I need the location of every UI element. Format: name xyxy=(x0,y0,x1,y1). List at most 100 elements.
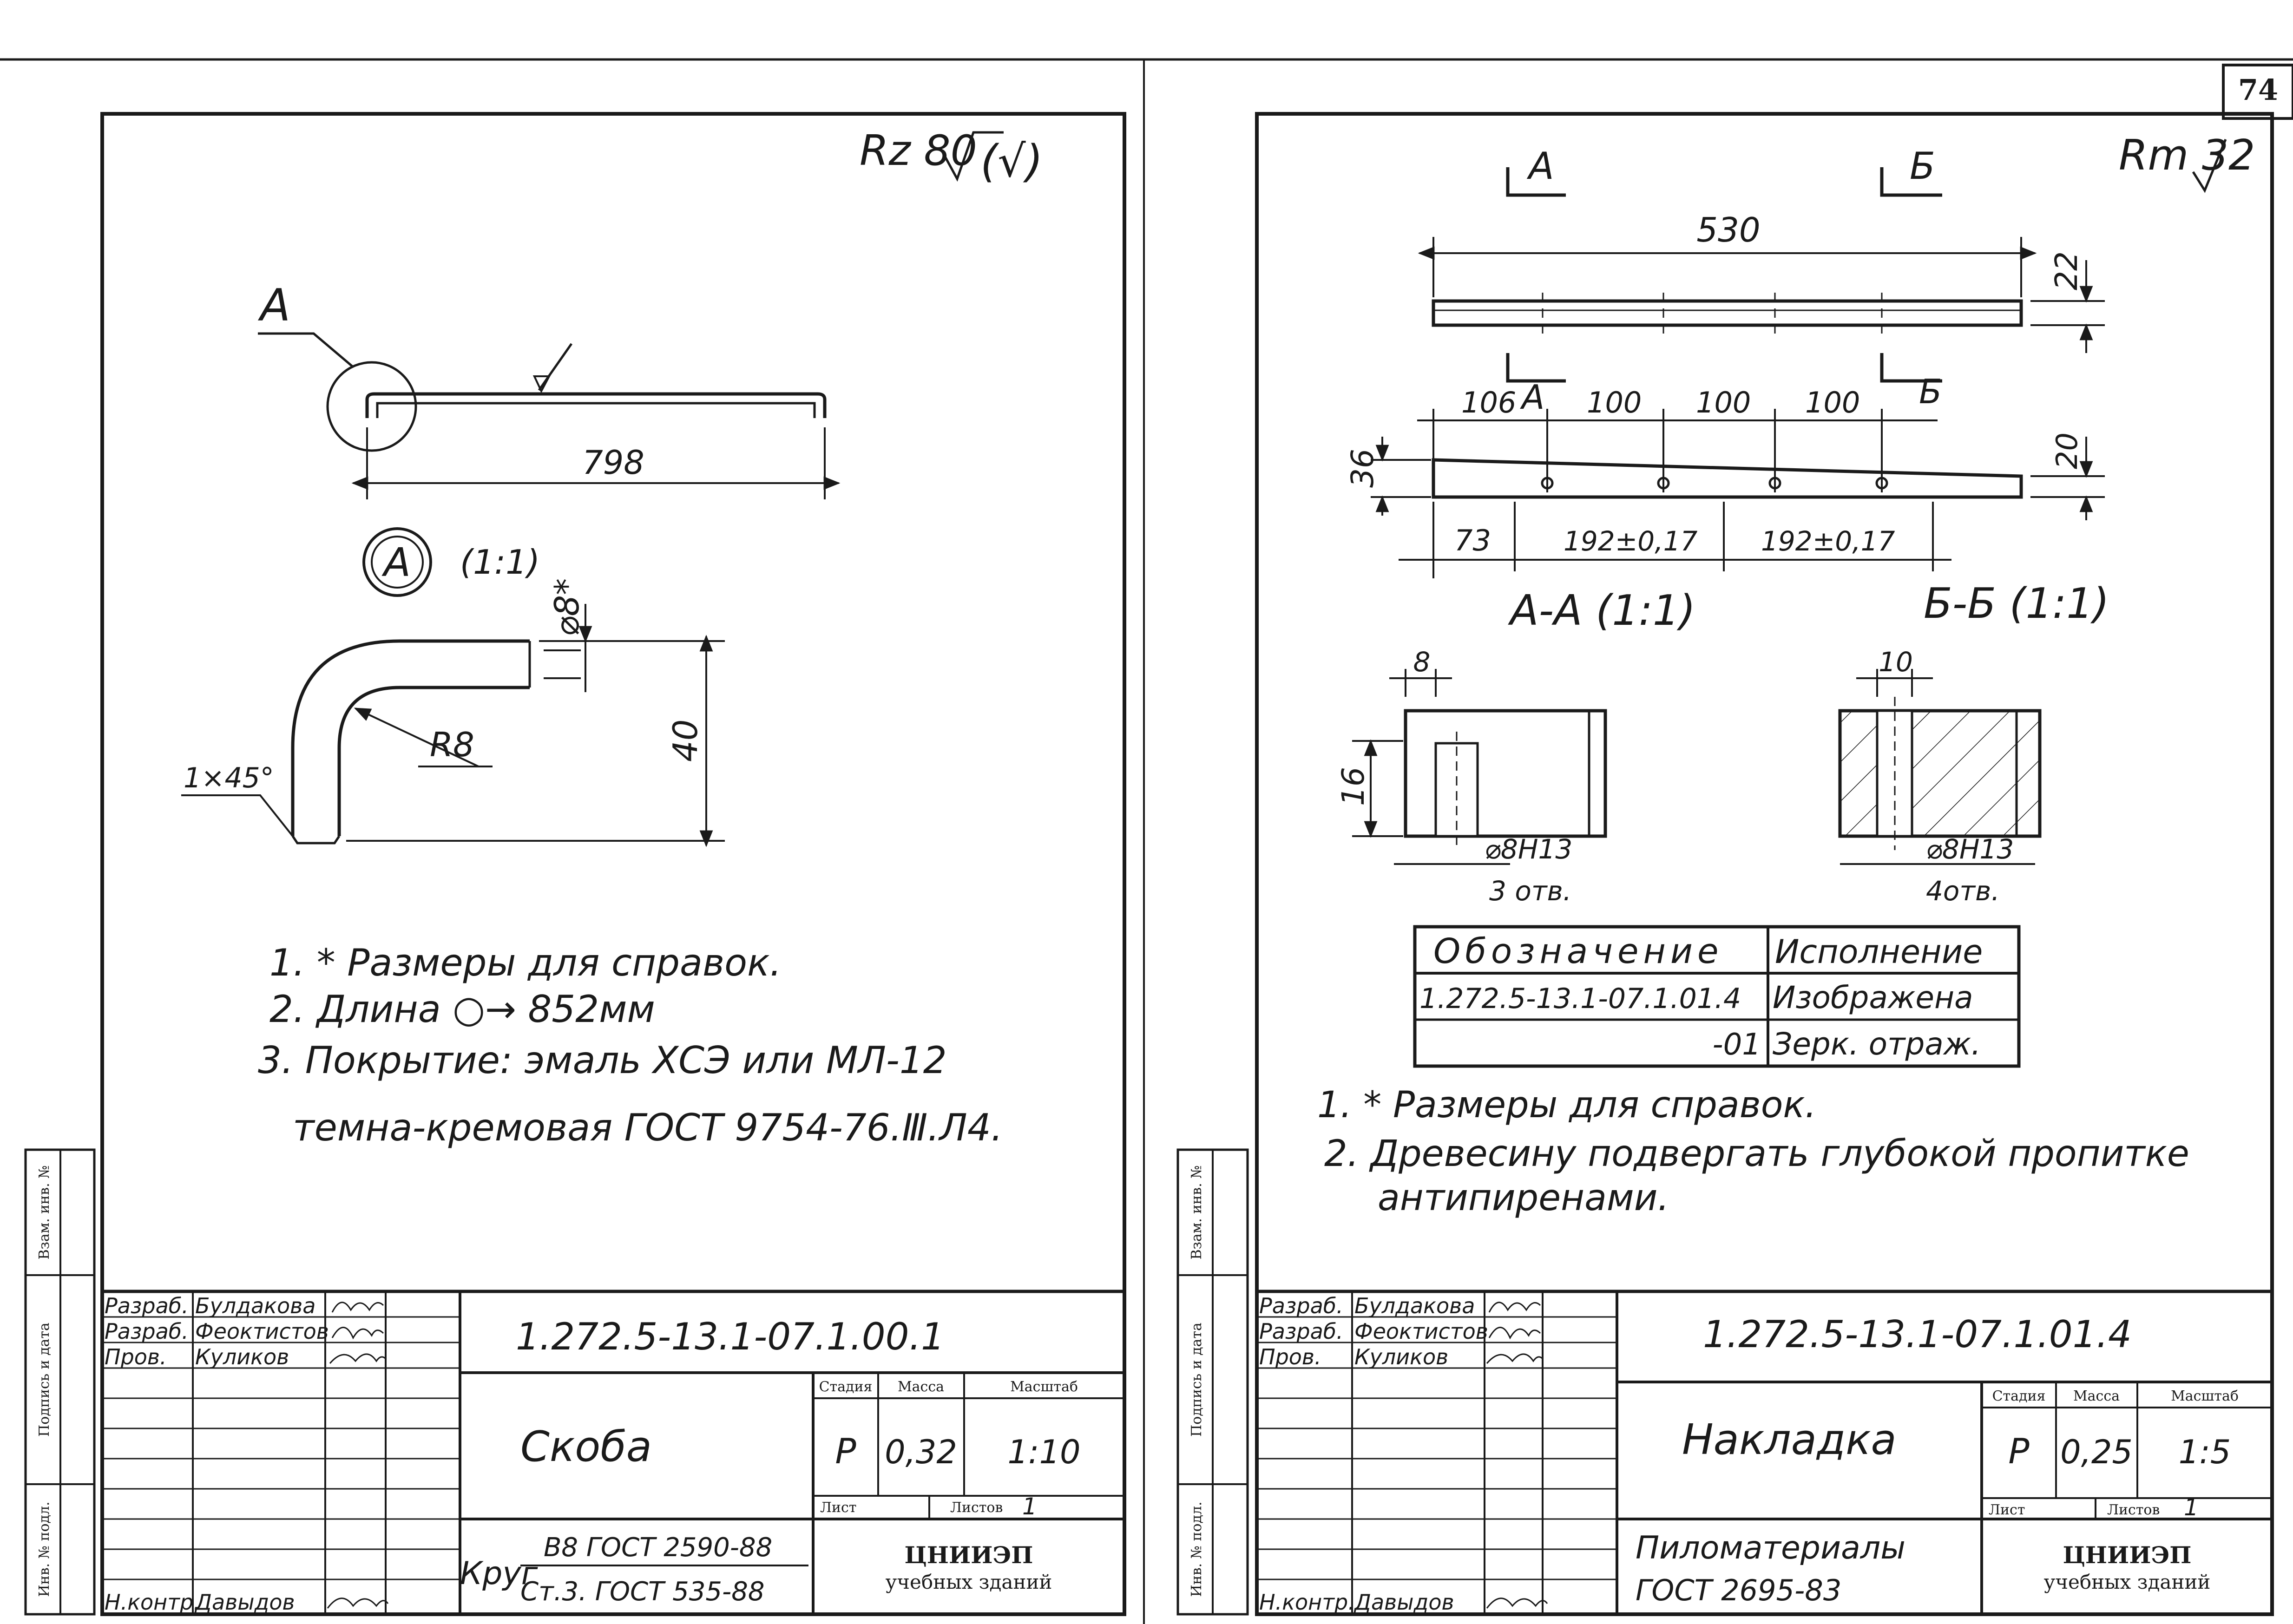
staple-main-view: А 798 xyxy=(257,280,841,499)
cut-label-b-top: Б xyxy=(1910,144,1935,188)
dim-192b: 192±0,17 xyxy=(1761,525,1895,557)
tb-r-part-name: Накладка xyxy=(1682,1415,1897,1464)
tb-r-designation: 1.272.5-13.1-07.1.01.4 xyxy=(1703,1313,2132,1356)
tb-r-mass-hdr: Масса xyxy=(2073,1388,2120,1404)
tb-kontr-name: Давыдов xyxy=(194,1590,295,1615)
tb-r-name-3: Куликов xyxy=(1354,1344,1448,1369)
tb-r-stage-hdr: Стадия xyxy=(1992,1388,2046,1404)
right-note-2: 2. Древесину подвергать глубокой пропитк… xyxy=(1324,1133,2189,1175)
dim-530: 530 xyxy=(1696,210,1760,249)
tb-org: ЦНИИЭП xyxy=(904,1541,1033,1569)
dim-100a: 100 xyxy=(1587,386,1642,419)
plate-top-view: А Б 530 22 xyxy=(1418,144,2105,353)
dim-73: 73 xyxy=(1454,524,1491,557)
table-hdr-execution: Исполнение xyxy=(1775,933,1983,971)
tb-r-org-sub: учебных зданий xyxy=(2044,1571,2211,1593)
roughness-label-r: Rm 32 xyxy=(2119,131,2255,180)
signature-r-kontr xyxy=(1486,1598,1548,1609)
page-number: 74 xyxy=(2238,73,2278,107)
dim-height: 40 xyxy=(666,719,705,762)
tb-r-name-1: Булдакова xyxy=(1354,1293,1475,1318)
right-title-block: Разраб. Разраб. Пров. Булдакова Феоктист… xyxy=(1257,1290,2272,1615)
tb-r-material-bottom: ГОСТ 2695-83 xyxy=(1636,1573,1841,1607)
tb-r-stage: Р xyxy=(2008,1431,2030,1472)
table-row2-designation: -01 xyxy=(1712,1028,1761,1062)
plate-side-view: А Б 106 100 100 100 36 xyxy=(1345,353,2105,578)
signature-2 xyxy=(331,1327,384,1340)
left-frame xyxy=(100,112,1126,1616)
left-notes: 1. * Размеры для справок. 2. Длина ○→ 85… xyxy=(258,941,1003,1149)
dim-length-798: 798 xyxy=(582,444,644,482)
roughness-check-icon-r xyxy=(2192,139,2227,193)
left-sheet: Взам. инв. № Подпись и дата Инв. № подл.… xyxy=(24,112,1126,1616)
right-note-2b: антипиренами. xyxy=(1378,1177,1669,1219)
left-side-strip: Взам. инв. № Подпись и дата Инв. № подл. xyxy=(24,1148,96,1616)
left-title-block: Разраб. Разраб. Пров. Булдакова Феоктист… xyxy=(102,1290,1124,1615)
tb-mass: 0,32 xyxy=(885,1433,957,1471)
page-number-box xyxy=(2222,64,2293,120)
signature-r-2 xyxy=(1488,1327,1541,1340)
sec-a-hole: ⌀8Н13 xyxy=(1485,833,1572,865)
signature-r-3 xyxy=(1486,1353,1544,1364)
section-a-label: А-А (1:1) xyxy=(1508,586,1695,635)
execution-table: Обозначение Исполнение 1.272.5-13.1-07.1… xyxy=(1413,925,2021,1068)
detail-a-view: А (1:1) ⌀8* 40 R8 1×45° xyxy=(181,527,725,847)
tb-role-2: Разраб. xyxy=(105,1319,189,1344)
tb-stage: Р xyxy=(835,1431,856,1472)
side-label-inv: Инв. № подл. xyxy=(36,1501,53,1597)
tb-name-3: Куликов xyxy=(195,1344,289,1369)
tb-r-role-2: Разраб. xyxy=(1259,1319,1343,1344)
cut-label-a-side: А xyxy=(1520,378,1544,417)
cut-label-a-top: А xyxy=(1526,144,1554,188)
tb-r-sheets: 1 xyxy=(2184,1494,2199,1521)
tb-stage-hdr: Стадия xyxy=(819,1379,873,1395)
tb-name-1: Булдакова xyxy=(195,1293,315,1318)
side-label-podpis-r: Подпись и дата xyxy=(1189,1323,1205,1437)
roughness-label: Rz 80 xyxy=(860,126,977,175)
roughness-check-icon xyxy=(942,131,1004,182)
signature-1 xyxy=(331,1302,384,1313)
sec-b-width: 10 xyxy=(1879,646,1913,678)
tb-r-kontr-name: Давыдов xyxy=(1353,1590,1454,1615)
tb-r-sheet-hdr: Лист xyxy=(1989,1502,2025,1518)
right-sheet: Взам. инв. № Подпись и дата Инв. № подл.… xyxy=(1176,112,2274,1616)
sec-b-count: 4отв. xyxy=(1926,875,2000,907)
tb-r-material-top: Пиломатериалы xyxy=(1636,1530,1905,1566)
tb-mass-hdr: Масса xyxy=(898,1379,944,1395)
side-label-inv-r: Инв. № подл. xyxy=(1189,1501,1205,1597)
table-hdr-designation: Обозначение xyxy=(1433,931,1723,971)
dim-diameter: ⌀8* xyxy=(547,578,586,636)
tb-r-role-1: Разраб. xyxy=(1259,1293,1343,1318)
sec-b-hole: ⌀8Н13 xyxy=(1926,833,2014,865)
right-note-1: 1. * Размеры для справок. xyxy=(1317,1084,1816,1126)
tb-designation: 1.272.5-13.1-07.1.00.1 xyxy=(516,1315,945,1358)
left-note-3: 3. Покрытие: эмаль ХСЭ или МЛ-12 xyxy=(258,1039,947,1082)
section-b-label: Б-Б (1:1) xyxy=(1924,579,2109,628)
tb-scale-hdr: Масштаб xyxy=(1010,1379,1078,1395)
table-row2-execution: Зерк. отраж. xyxy=(1773,1026,1981,1062)
tb-org-sub: учебных зданий xyxy=(886,1571,1052,1593)
cut-label-b-side: Б xyxy=(1919,372,1942,411)
tb-kontr-role: Н.контр. xyxy=(105,1590,200,1615)
left-note-2: 2. Длина ○→ 852мм xyxy=(269,988,655,1031)
detail-circle xyxy=(326,361,417,452)
table-row1-designation: 1.272.5-13.1-07.1.01.4 xyxy=(1419,982,1741,1015)
dim-chamfer: 1×45° xyxy=(184,762,274,794)
left-note-3b: темна-кремовая ГОСТ 9754-76.Ⅲ.Л4. xyxy=(293,1106,1003,1149)
side-label-vzam-r: Взам. инв. № xyxy=(1189,1165,1205,1259)
sec-a-width: 8 xyxy=(1413,646,1431,678)
tb-material-top: В8 ГОСТ 2590-88 xyxy=(544,1532,772,1563)
dim-radius: R8 xyxy=(430,725,474,764)
tb-r-sheets-hdr: Листов xyxy=(2107,1502,2160,1518)
tb-material-prefix: Круг xyxy=(460,1555,539,1592)
dim-22: 22 xyxy=(2049,251,2084,290)
tb-r-name-2: Феоктистов xyxy=(1354,1319,1488,1344)
section-b-b: 10 ⌀8Н13 4отв. xyxy=(1838,646,2042,907)
dim-192a: 192±0,17 xyxy=(1564,525,1698,557)
tb-scale: 1:10 xyxy=(1007,1433,1080,1471)
tb-sheet-hdr: Лист xyxy=(820,1500,856,1516)
view-label-a: А xyxy=(257,280,290,331)
signature-kontr xyxy=(327,1598,389,1609)
right-notes: 1. * Размеры для справок. 2. Древесину п… xyxy=(1317,1084,2189,1219)
